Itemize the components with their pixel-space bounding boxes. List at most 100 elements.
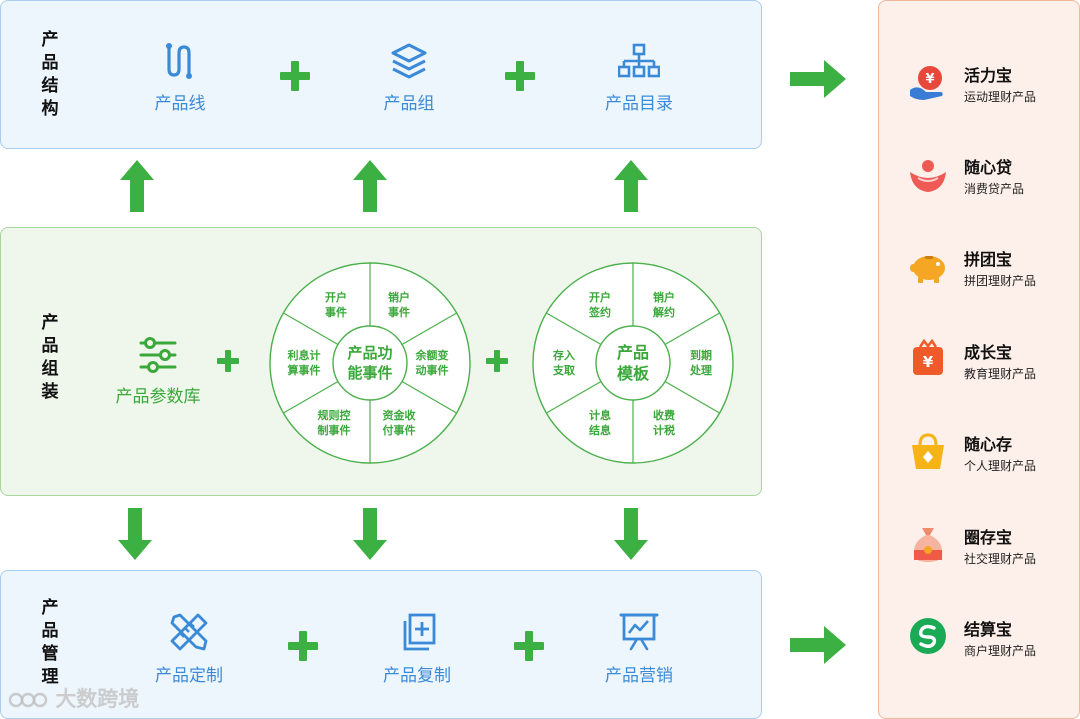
basket-icon xyxy=(912,433,944,469)
plus-icon xyxy=(217,350,239,372)
node-product-group: 产品组 xyxy=(367,41,451,114)
wheel-segment-label: 事件 xyxy=(388,305,410,319)
wheel-segment-label: 签约 xyxy=(588,305,611,319)
ruler-pencil-icon xyxy=(170,613,208,651)
function-events-wheel: 产品功 能事件 开户 事件 销户 事件 余额变 动事件 资金收 付事件 规则控 … xyxy=(269,262,471,464)
watermark: 大数跨境 xyxy=(8,683,139,713)
svg-text:¥: ¥ xyxy=(925,72,934,87)
node-product-catalog: 产品目录 xyxy=(595,41,683,114)
sliders-icon xyxy=(139,337,177,373)
wheel-segment-label: 存入 xyxy=(553,348,575,362)
product-name: 随心存 xyxy=(964,435,1013,454)
wheel-segment-label: 处理 xyxy=(689,363,712,377)
plus-icon xyxy=(288,631,318,661)
route-icon xyxy=(166,43,192,79)
node-label: 产品参数库 xyxy=(115,387,201,407)
template-wheel: 产品 模板 开户 签约 销户 解约 到期 处理 收费 计税 计息 结息 存入 支… xyxy=(532,262,734,464)
node-label: 产品营销 xyxy=(605,666,673,686)
arrow-right-icon xyxy=(790,60,846,98)
wheel-segment-label: 支取 xyxy=(552,363,575,377)
wheel-center-label: 能事件 xyxy=(347,364,392,382)
wheel-segment-label: 销户 xyxy=(653,290,675,304)
wheel-segment-label: 计税 xyxy=(653,423,675,437)
product-name: 拼团宝 xyxy=(964,250,1013,269)
yuan-hand-icon: ¥ xyxy=(910,66,943,100)
wheel-segment-label: 结息 xyxy=(588,423,611,437)
structure-title: 产品结构 xyxy=(41,30,59,119)
wheel-segment-label: 动事件 xyxy=(416,363,449,377)
wheel-segment-label: 付事件 xyxy=(383,423,416,437)
yuan-gift-icon: ¥ xyxy=(913,339,943,375)
assembly-title: 产品组装 xyxy=(41,313,59,402)
wheel-segment-label: 算事件 xyxy=(287,363,321,377)
products-panel xyxy=(878,0,1080,719)
node-label: 产品组 xyxy=(383,94,435,114)
node-label: 产品定制 xyxy=(155,666,223,686)
watermark-logo-icon xyxy=(8,692,48,708)
arrow-down-icon xyxy=(353,508,387,560)
plus-icon xyxy=(514,631,544,661)
node-label: 产品线 xyxy=(154,94,206,114)
plus-icon xyxy=(486,350,508,372)
presentation-icon xyxy=(619,613,659,651)
node-product-line: 产品线 xyxy=(138,41,222,114)
arrow-right-icon xyxy=(790,626,846,664)
product-desc: 拼团理财产品 xyxy=(964,274,1037,288)
arrow-up-icon xyxy=(614,160,648,212)
heart-hand-icon xyxy=(910,160,946,192)
product-name: 结算宝 xyxy=(964,620,1013,639)
piggy-bank-icon xyxy=(910,256,945,283)
product-item: 拼团宝 拼团理财产品 xyxy=(908,244,1068,290)
product-desc: 消费贷产品 xyxy=(964,182,1025,196)
arrow-down-icon xyxy=(118,508,152,560)
wheel-segment-label: 开户 xyxy=(589,290,611,304)
wheel-center-label: 产品功 xyxy=(347,344,392,362)
product-desc: 个人理财产品 xyxy=(964,459,1037,473)
product-desc: 运动理财产品 xyxy=(964,90,1037,104)
management-title: 产品管理 xyxy=(41,598,59,687)
wheel-segment-label: 收费 xyxy=(653,408,675,422)
product-item: ¥ 成长宝 教育理财产品 xyxy=(908,337,1068,383)
product-item: 随心存 个人理财产品 xyxy=(908,429,1068,475)
wheel-segment-label: 规则控 xyxy=(318,408,351,422)
product-item: 结算宝 商户理财产品 xyxy=(908,614,1068,660)
watermark-text: 大数跨境 xyxy=(55,687,140,711)
wheel-center-label: 产品 xyxy=(617,343,649,362)
wheel-segment-label: 利息计 xyxy=(288,348,321,362)
structure-panel: 产品结构 产品线 产品组 产品目录 xyxy=(0,0,762,149)
plus-icon xyxy=(505,61,535,91)
product-item: 随心贷 消费贷产品 xyxy=(908,152,1068,198)
product-name: 圈存宝 xyxy=(964,528,1013,547)
wheel-segment-label: 解约 xyxy=(653,305,675,319)
wheel-segment-label: 余额变 xyxy=(415,348,449,362)
assembly-panel: 产品组装 产品参数库 产品功 能事件 开户 事件 销户 事件 余额变 动事件 资… xyxy=(0,227,762,496)
wheel-segment-label: 资金收 xyxy=(383,408,416,422)
product-name: 随心贷 xyxy=(964,158,1013,177)
node-product-marketing: 产品营销 xyxy=(595,611,683,686)
product-name: 成长宝 xyxy=(964,343,1013,362)
arrow-up-icon xyxy=(353,160,387,212)
management-panel: 产品管理 产品定制 产品复制 产品营销 xyxy=(0,570,762,719)
copy-icon xyxy=(403,613,436,651)
wheel-center-label: 模板 xyxy=(617,364,650,383)
arrow-down-icon xyxy=(614,508,648,560)
product-desc: 社交理财产品 xyxy=(964,552,1037,566)
wheel-segment-label: 制事件 xyxy=(318,423,351,437)
wheel-segment-label: 到期 xyxy=(690,348,712,362)
hierarchy-icon xyxy=(618,43,660,78)
swirl-circle-icon xyxy=(910,618,946,654)
wheel-segment-label: 计息 xyxy=(589,408,611,422)
layers-icon xyxy=(391,43,427,79)
wheel-segment-label: 销户 xyxy=(388,290,410,304)
node-product-copy: 产品复制 xyxy=(375,611,459,686)
money-bag-icon xyxy=(913,528,943,562)
node-label: 产品复制 xyxy=(383,666,451,686)
node-product-customize: 产品定制 xyxy=(147,611,231,686)
product-name: 活力宝 xyxy=(964,66,1013,85)
plus-icon xyxy=(280,61,310,91)
wheel-segment-label: 开户 xyxy=(325,290,347,304)
product-item: ¥ 活力宝 运动理财产品 xyxy=(908,60,1068,106)
wheel-segment-label: 事件 xyxy=(325,305,347,319)
product-desc: 商户理财产品 xyxy=(964,644,1037,658)
product-desc: 教育理财产品 xyxy=(964,367,1037,381)
